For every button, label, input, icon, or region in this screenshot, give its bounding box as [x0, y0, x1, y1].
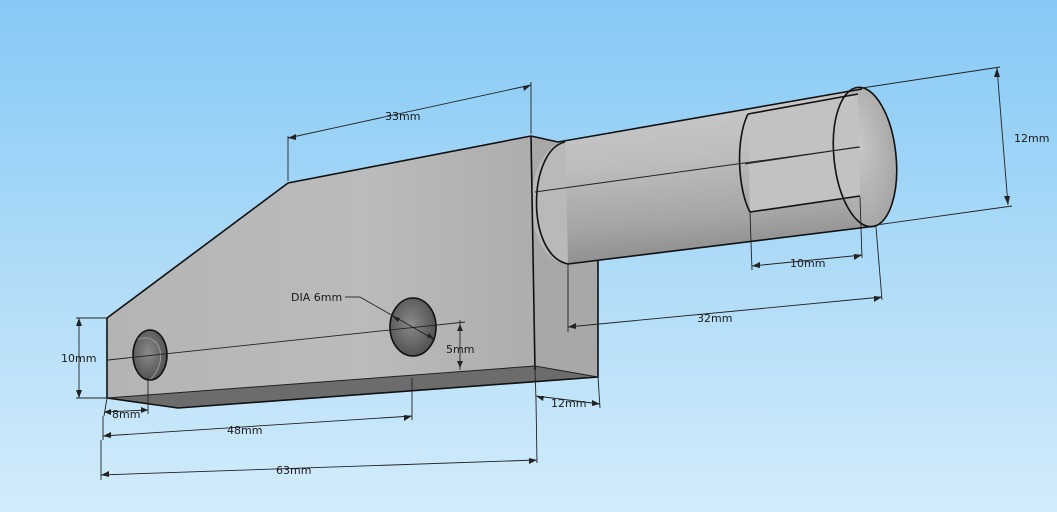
dim-top-length: 33mm — [385, 110, 420, 123]
dim-hole1-offset: 8mm — [112, 408, 140, 421]
dim-shaft-length: 32mm — [697, 312, 732, 325]
dimension-lines — [76, 66, 1013, 480]
shaft-flat — [748, 94, 860, 212]
dim-flat-length: 10mm — [790, 257, 825, 270]
dim-block-width: 12mm — [551, 397, 586, 410]
dim-shaft-diameter: 12mm — [1014, 132, 1049, 145]
dim-hole2-offset: 48mm — [227, 424, 262, 437]
block-bottom-face — [107, 366, 598, 408]
dim-hole-offset: 5mm — [446, 343, 474, 356]
dim-hole-label: DIA 6mm — [291, 291, 342, 304]
dimension-labels: 33mm 12mm 10mm 32mm DIA 6mm 5mm 10mm 8mm… — [61, 110, 1049, 477]
dim-block-height: 10mm — [61, 352, 96, 365]
part-edges — [106, 86, 898, 409]
dim-total-length: 63mm — [276, 464, 311, 477]
part-body — [107, 87, 897, 408]
